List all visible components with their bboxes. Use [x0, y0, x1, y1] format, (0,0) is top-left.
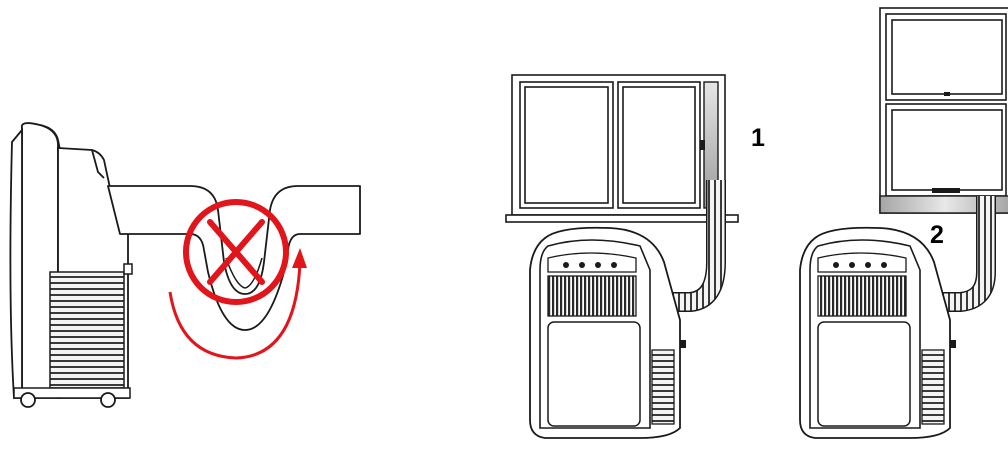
sliding-window-panel: 1	[505, 74, 765, 439]
sliding-window	[511, 74, 726, 216]
exhaust-hose-2	[934, 196, 996, 312]
drain-knob	[123, 263, 133, 275]
side-grille-vent	[49, 271, 125, 389]
exhaust-hose-1	[664, 180, 726, 312]
curved-arrow-icon	[168, 248, 307, 360]
prohibited-x-icon	[183, 199, 289, 305]
portable-ac-unit-1	[529, 226, 686, 439]
incorrect-hose-panel	[9, 122, 361, 408]
window-latch	[700, 140, 705, 150]
bottom-trim	[13, 387, 131, 399]
portable-ac-unit-2	[799, 226, 956, 439]
wheel-back	[100, 392, 116, 408]
hung-window	[879, 7, 1008, 214]
step-label-2: 2	[930, 221, 944, 249]
hung-window-panel: 2	[799, 7, 1008, 439]
hung-window-latch-bottom	[932, 188, 960, 193]
drooping-exhaust-hose	[107, 185, 361, 331]
step-label-1: 1	[751, 124, 765, 152]
window-sill	[505, 214, 739, 223]
hung-window-latch-top	[944, 92, 950, 96]
wheel-front	[20, 392, 36, 408]
